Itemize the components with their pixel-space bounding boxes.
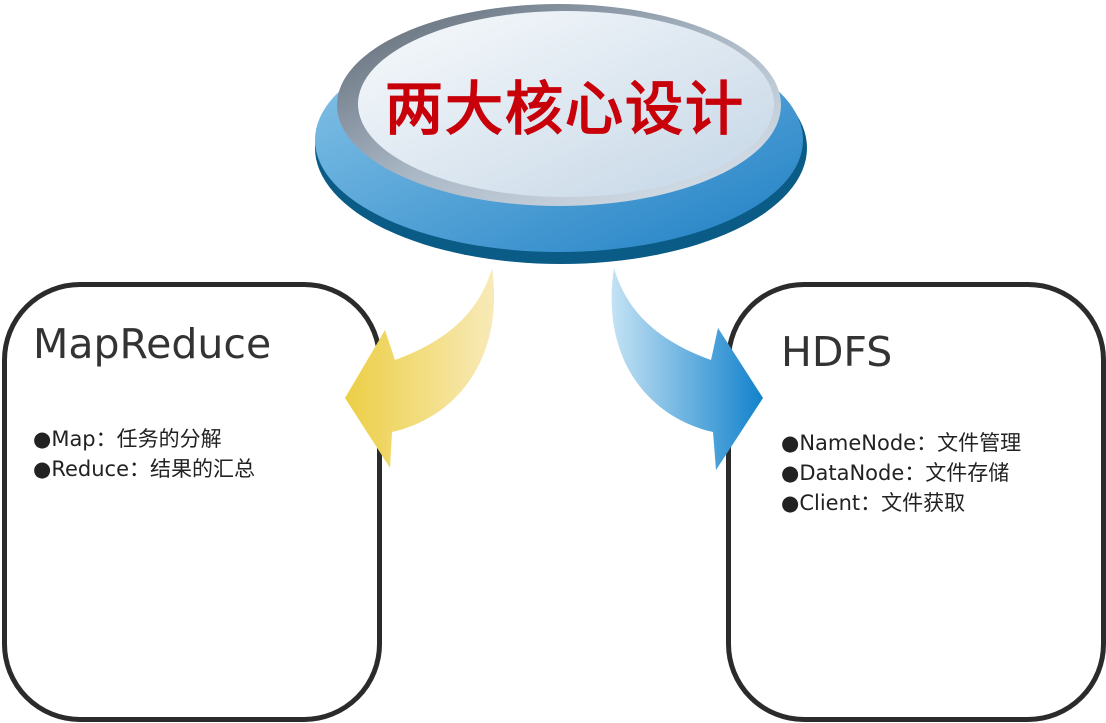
list-item: ●NameNode：文件管理 — [781, 431, 1022, 455]
title-disc — [315, 4, 807, 264]
right-arrow — [611, 268, 763, 470]
hdfs-title: HDFS — [781, 328, 893, 376]
hdfs-box — [726, 282, 1106, 722]
center-title: 两大核心设计 — [384, 75, 745, 143]
left-arrow — [345, 268, 495, 468]
list-item: ●Map：任务的分解 — [33, 427, 222, 451]
list-item: ●Reduce：结果的汇总 — [33, 457, 255, 481]
list-item: ●Client：文件获取 — [781, 491, 966, 515]
list-item: ●DataNode：文件存储 — [781, 461, 1010, 485]
mapreduce-items: ●Map：任务的分解 ●Reduce：结果的汇总 — [33, 424, 255, 484]
mapreduce-box — [2, 282, 382, 722]
mapreduce-title: MapReduce — [33, 320, 272, 368]
hdfs-items: ●NameNode：文件管理 ●DataNode：文件存储 ●Client：文件… — [781, 428, 1021, 518]
